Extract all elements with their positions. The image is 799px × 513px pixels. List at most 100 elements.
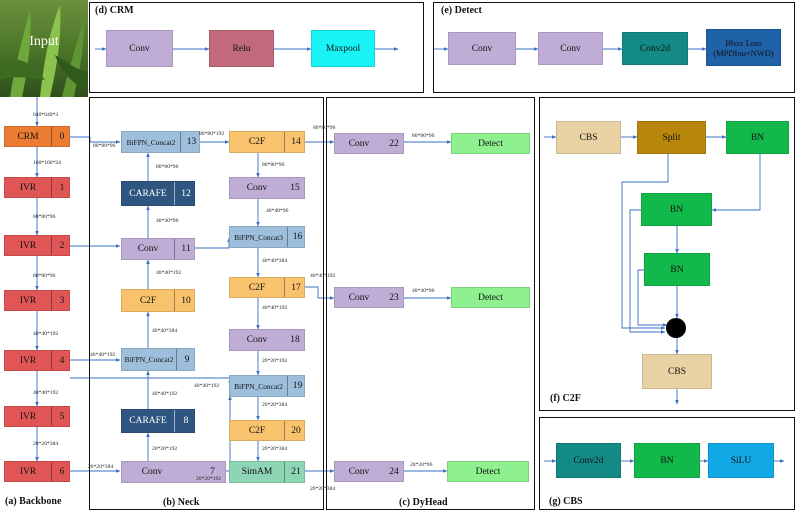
dyhead-dim: 40*40*96	[412, 288, 435, 294]
node-label: C2F	[248, 137, 266, 147]
cbs-panel-title: (g) CBS	[549, 496, 583, 507]
backbone-ivr-node-4: IVR 4	[4, 350, 70, 371]
node-label: Detect	[478, 292, 503, 303]
neck-dim: 40*40*192	[152, 391, 178, 397]
node-index: 12	[174, 182, 197, 205]
cbs-silu-node: SiLU	[708, 443, 774, 478]
backbone-dim-2: 80*80*96	[33, 214, 56, 220]
node-label: CBS	[668, 366, 686, 377]
neck-dim: 20*20*192	[262, 358, 288, 364]
backbone-ivr-node-1: IVR 1	[4, 177, 70, 198]
crm-relu-node: Relu	[209, 30, 274, 67]
node-label: Conv	[246, 335, 268, 345]
input-image: Input	[0, 0, 88, 97]
node-label: Conv2d	[639, 43, 671, 54]
node-label: BiFPN_Concat3	[234, 232, 283, 242]
node-index: 16	[287, 227, 307, 247]
node-label: IVR	[19, 295, 37, 306]
detect-conv2d-node: Conv2d	[622, 32, 688, 65]
dyhead-dim: 40*40*192	[310, 273, 336, 279]
node-label: BN	[750, 132, 765, 143]
node-label: IVR	[19, 411, 37, 422]
neck-dim: 80*80*96	[262, 162, 285, 168]
neck-carafe-node-12: CARAFE 12	[121, 181, 195, 206]
node-label: Conv2d	[573, 455, 604, 466]
node-label: IVR	[19, 182, 37, 193]
detect-panel-title: (e) Detect	[441, 5, 482, 16]
backbone-ivr-node-5: IVR 5	[4, 406, 70, 427]
neck-dim: 80*80*192	[199, 131, 225, 137]
node-index: 21	[284, 462, 307, 482]
c2f-bn-right-node: BN	[726, 121, 789, 154]
node-label: IVR	[19, 466, 37, 477]
node-label: Conv	[471, 43, 493, 54]
backbone-ivr-node-2: IVR 2	[4, 235, 70, 256]
node-index: 8	[174, 410, 197, 432]
node-label: Conv	[141, 467, 163, 477]
node-label: Conv	[129, 43, 150, 54]
neck-dim: 20*20*192	[152, 446, 178, 452]
node-label: Conv	[246, 183, 268, 193]
node-label: BiFPN_Concat2	[234, 381, 283, 391]
node-index: 17	[284, 278, 307, 297]
node-label: BiFPN_Concat2	[126, 137, 176, 147]
c2f-cbs-bottom-node: CBS	[642, 354, 712, 389]
node-label: C2F	[248, 282, 266, 293]
node-index: 5	[51, 407, 72, 426]
backbone-crm-node: CRM 0	[4, 126, 70, 147]
leaf-image-icon	[0, 5, 88, 97]
detect-conv-node-2: Conv	[538, 32, 603, 65]
neck-c2f-node-14: C2F 14	[229, 131, 305, 153]
cbs-bn-node: BN	[634, 443, 700, 478]
node-index: 9	[176, 349, 197, 370]
node-index: 2	[51, 236, 72, 255]
node-label: BN	[670, 264, 684, 275]
node-label: CBS	[579, 132, 598, 143]
input-label: Input	[29, 34, 59, 49]
neck-dim: 40*40*192	[262, 305, 288, 311]
dyhead-dim: 20*20*96	[410, 462, 433, 468]
node-label: Conv	[560, 43, 581, 54]
dyhead-conv-node-24: Conv 24	[334, 461, 404, 482]
dyhead-dim: 80*80*96	[412, 133, 435, 139]
dyhead-panel-title: (c) DyHead	[399, 497, 448, 508]
neck-dim: 40*40*192	[194, 383, 220, 389]
neck-dim: 40*40*384	[152, 328, 178, 334]
c2f-panel	[539, 97, 795, 411]
c2f-bn-node-2: BN	[644, 253, 710, 286]
detect-panel	[433, 2, 795, 93]
c2f-split-node: Split	[637, 121, 706, 154]
neck-bifpn-node-9: BiFPN_Concat2 9	[121, 348, 195, 371]
cbs-conv2d-node: Conv2d	[556, 443, 621, 478]
node-index: 23	[389, 292, 399, 303]
dyhead-conv-node-23: Conv 23	[334, 287, 404, 308]
concat-merge-dot	[666, 318, 686, 338]
neck-dim: 20*20*384	[262, 402, 288, 408]
node-label: BN	[669, 204, 684, 215]
dyhead-dim: 80*80*96	[313, 125, 336, 131]
node-index: 22	[389, 138, 399, 149]
node-label: Maxpool	[325, 43, 361, 54]
dyhead-conv-node-22: Conv 22	[334, 133, 404, 154]
neck-dim: 20*20*192	[196, 476, 222, 482]
bbox-loss-title: Bbox Loss	[725, 37, 762, 48]
neck-carafe-node-8: CARAFE 8	[121, 409, 195, 433]
node-label: Conv	[137, 244, 159, 254]
node-index: 18	[290, 335, 300, 345]
crm-panel-title: (d) CRM	[95, 5, 134, 16]
bbox-loss-subtitle: (MPDIou+NWD)	[713, 47, 774, 58]
node-label: C2F	[139, 295, 157, 306]
node-label: C2F	[248, 425, 266, 436]
node-index: 7	[210, 467, 215, 477]
node-label: CARAFE	[129, 188, 167, 199]
node-label: SimAM	[241, 467, 273, 477]
node-index: 20	[284, 421, 307, 440]
node-index: 4	[51, 351, 72, 370]
c2f-bn-node-1: BN	[641, 193, 712, 226]
detect-node-1: Detect	[451, 133, 530, 154]
neck-panel-title: (b) Neck	[163, 497, 200, 508]
backbone-ivr-node-6: IVR 6	[4, 461, 70, 482]
crm-panel	[89, 2, 424, 93]
neck-conv-node-15: Conv 15	[229, 177, 305, 199]
node-index: 6	[51, 462, 72, 481]
